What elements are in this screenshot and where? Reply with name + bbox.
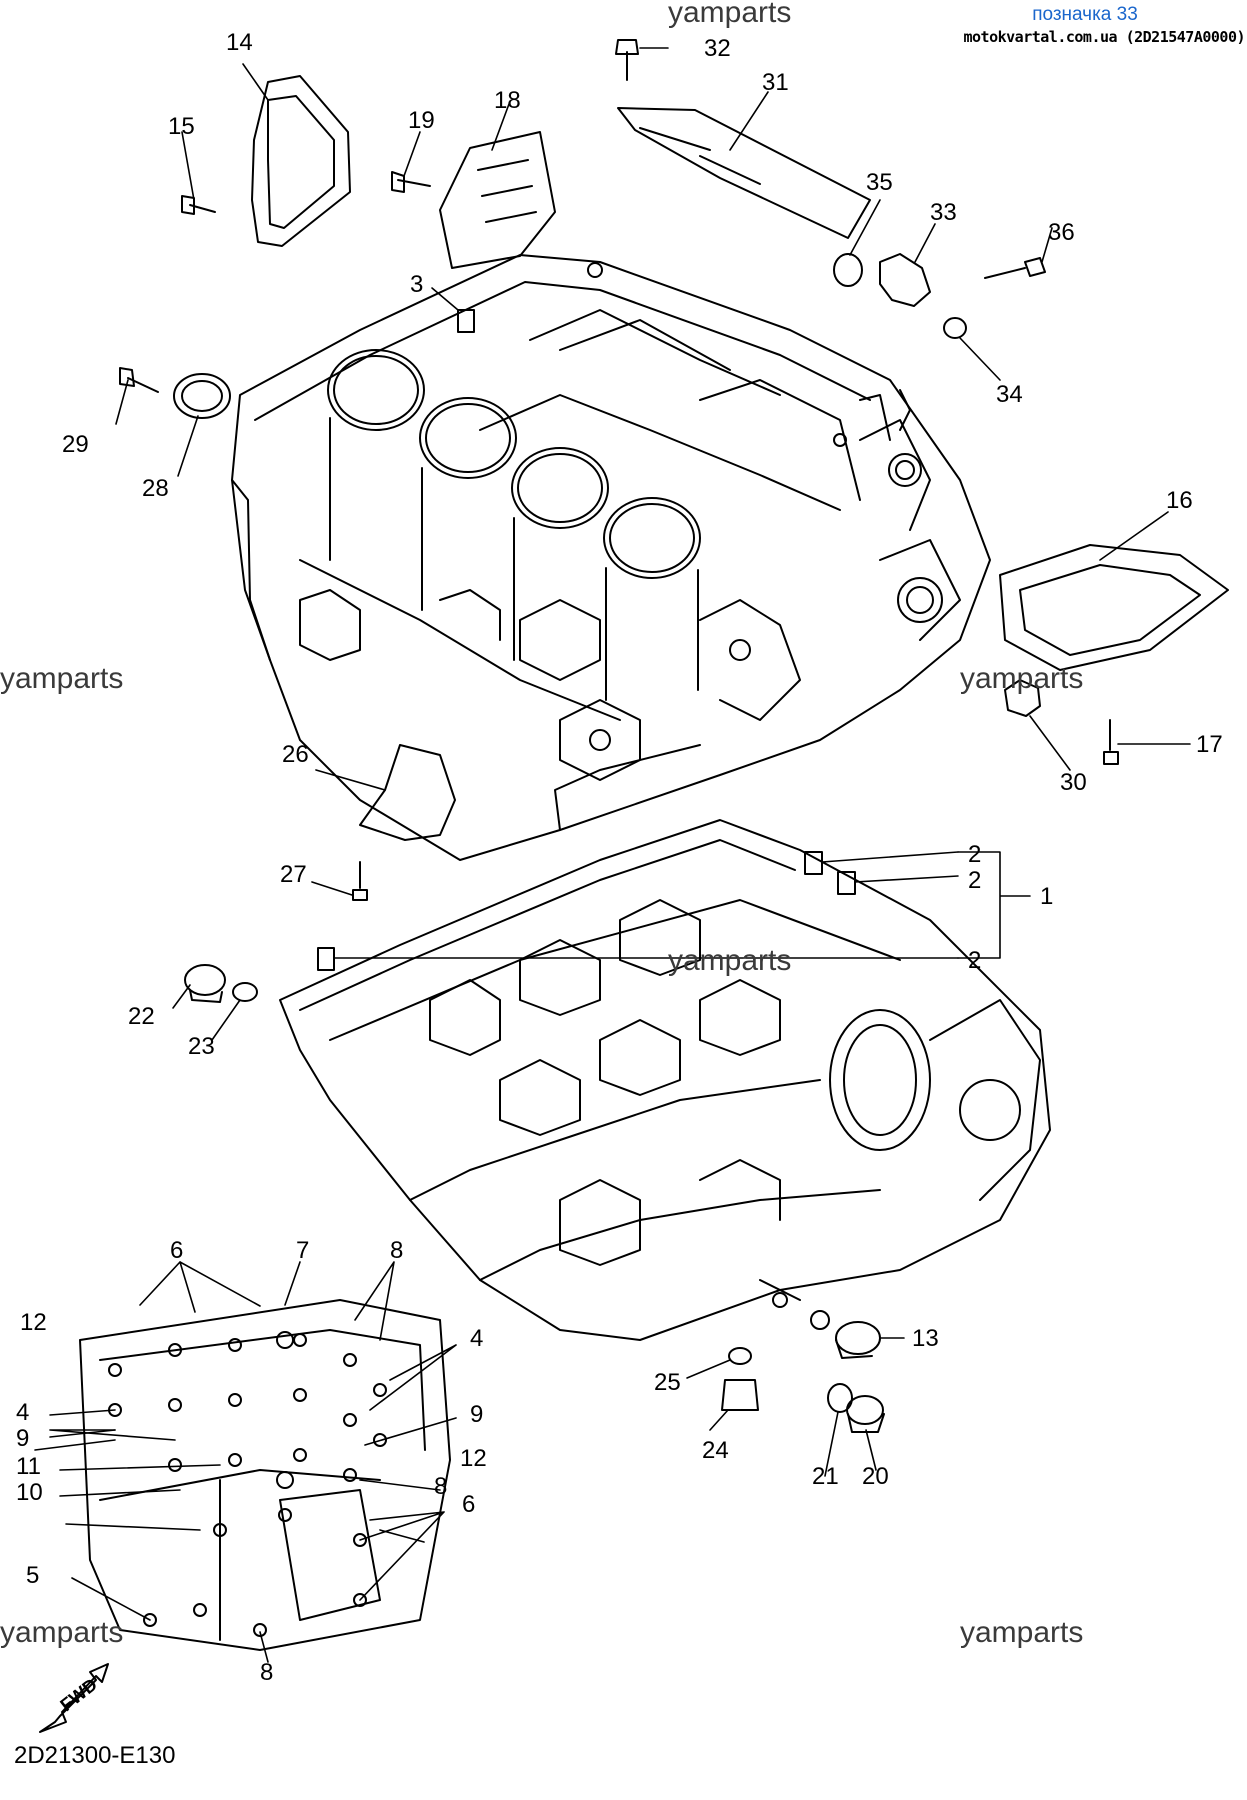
item-32-bolt xyxy=(615,39,639,81)
watermark-top: yamparts xyxy=(668,0,792,29)
item-26-bearing xyxy=(359,744,456,841)
upper-crankcase xyxy=(231,254,991,861)
callout-27: 27 xyxy=(280,861,307,888)
item-19-bolt xyxy=(391,171,431,193)
leader-lines xyxy=(34,47,1191,1663)
callout-2a: 2 xyxy=(968,841,981,868)
item-27-bolt xyxy=(352,861,368,901)
item-36-bolt xyxy=(984,257,1046,279)
callout-12-right: 12 xyxy=(460,1445,487,1472)
watermark-left: yamparts xyxy=(0,662,124,695)
item-25-oring xyxy=(728,1347,752,1365)
callout-1: 1 xyxy=(1040,883,1053,910)
item-20-plug xyxy=(846,1395,885,1433)
callout-17: 17 xyxy=(1196,731,1223,758)
inset-bolt-sequence-view xyxy=(79,1299,451,1651)
callout-16: 16 xyxy=(1166,487,1193,514)
callout-29: 29 xyxy=(62,431,89,458)
callout-10: 10 xyxy=(16,1479,43,1506)
callout-2b: 2 xyxy=(968,867,981,894)
item-23-oring xyxy=(232,982,258,1002)
callout-35: 35 xyxy=(866,169,893,196)
callout-21: 21 xyxy=(812,1463,839,1490)
callout-31: 31 xyxy=(762,69,789,96)
callout-4-right: 4 xyxy=(470,1325,483,1352)
item-24-collar xyxy=(721,1379,759,1411)
callout-6-right: 6 xyxy=(462,1491,475,1518)
item-15-bolt xyxy=(181,195,216,215)
item-2-dowels xyxy=(317,851,856,971)
callout-7: 7 xyxy=(296,1237,309,1264)
callout-8-mid: 8 xyxy=(434,1473,447,1500)
callout-9-right: 9 xyxy=(470,1401,483,1428)
callout-13: 13 xyxy=(912,1325,939,1352)
callout-28: 28 xyxy=(142,475,169,502)
callout-18: 18 xyxy=(494,87,521,114)
item-34-oring xyxy=(943,317,967,339)
callout-20: 20 xyxy=(862,1463,889,1490)
callout-36: 36 xyxy=(1048,219,1075,246)
item-16-cover xyxy=(999,544,1229,671)
item-30-gear xyxy=(1004,679,1041,717)
callout-33: 33 xyxy=(930,199,957,226)
callout-30: 30 xyxy=(1060,769,1087,796)
diagram-tag-badge: позначка 33 xyxy=(1032,4,1138,25)
callout-6-top: 6 xyxy=(170,1237,183,1264)
item-22-plug xyxy=(184,964,226,1003)
source-reference: motokvartal.com.ua (2D21547A0000) xyxy=(963,28,1245,46)
callout-32: 32 xyxy=(704,35,731,62)
callout-23: 23 xyxy=(188,1033,215,1060)
lower-crankcase xyxy=(279,819,1051,1341)
callout-26: 26 xyxy=(282,741,309,768)
callout-8-bottom: 8 xyxy=(260,1659,273,1686)
callout-19: 19 xyxy=(408,107,435,134)
item-31-plate xyxy=(617,107,871,239)
item-17-bolt xyxy=(1103,719,1119,765)
item-28-cap xyxy=(173,373,231,419)
watermark-right: yamparts xyxy=(960,662,1084,695)
callout-5: 5 xyxy=(26,1562,39,1589)
item-35-oring xyxy=(833,253,863,287)
item-18-plate xyxy=(439,131,556,269)
callout-24: 24 xyxy=(702,1437,729,1464)
drawing-code: 2D21300-E130 xyxy=(14,1742,176,1769)
callout-34: 34 xyxy=(996,381,1023,408)
item-14-cover xyxy=(251,75,351,247)
watermark-center: yamparts xyxy=(668,944,792,977)
callout-11: 11 xyxy=(16,1453,41,1480)
item-3-dowel xyxy=(457,309,475,333)
callout-14: 14 xyxy=(226,29,253,56)
callout-22: 22 xyxy=(128,1003,155,1030)
item-13-plug xyxy=(835,1321,881,1359)
item-33-sensor xyxy=(879,253,931,307)
watermark-bottom-left: yamparts xyxy=(0,1616,124,1649)
callout-25: 25 xyxy=(654,1369,681,1396)
item-29-bolt xyxy=(119,367,159,393)
item-21-oring xyxy=(827,1383,853,1413)
callout-8-top: 8 xyxy=(390,1237,403,1264)
callout-12-left: 12 xyxy=(20,1309,47,1336)
callout-4-left: 4 xyxy=(16,1399,29,1426)
fwd-arrow-icon xyxy=(39,1663,109,1733)
callout-15: 15 xyxy=(168,113,195,140)
callout-3: 3 xyxy=(410,271,423,298)
callout-2c: 2 xyxy=(968,947,981,974)
callout-9-left: 9 xyxy=(16,1425,29,1452)
watermark-bottom-right: yamparts xyxy=(960,1616,1084,1649)
